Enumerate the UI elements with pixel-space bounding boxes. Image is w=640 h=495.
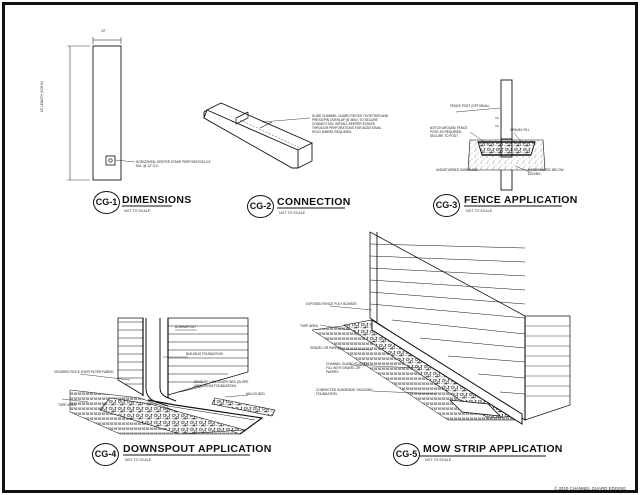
cg1-length-label: 10' LENGTH (3.05 M) xyxy=(40,81,44,112)
cg1-title: DIMENSIONS xyxy=(122,194,192,206)
cg3-soil-label: UNDISTURBED SUBGRADE xyxy=(436,168,478,172)
cg3-subtitle: NOT TO SCALE xyxy=(466,209,493,213)
cg5-fence-label: EXPOSED FENCE POLY BOARDS xyxy=(306,302,357,306)
cg3-gravel-label: GRAVEL FILL xyxy=(510,128,530,132)
cg5-subtitle: NOT TO SCALE xyxy=(425,458,452,462)
copyright-text: © 2010 CHANNEL GUARD EDGING xyxy=(554,486,626,491)
cg1-drawing xyxy=(67,37,136,181)
cg5-lawn-label: TURF AREA xyxy=(300,324,318,328)
cg2-connection-note: SLIDE CHANNEL GUARD PIECES TOGETHER AND … xyxy=(312,114,389,134)
cg1-badge: CG-1 xyxy=(93,191,120,214)
cg4-badge: CG-4 xyxy=(92,443,119,466)
cg3-title: FENCE APPLICATION xyxy=(464,194,578,206)
cg5-badge: CG-5 xyxy=(393,443,420,466)
cg4-gravel-label: CRUSHED ROCK OVER FILTER FABRIC xyxy=(54,370,114,374)
cg4-drawing xyxy=(61,317,276,435)
cg1-hole-note: HORIZONTAL KEEPER STAKE PERFORATION 1/4"… xyxy=(136,160,212,168)
cg5-drawing xyxy=(311,231,571,425)
cg4-downspout-label: DOWNSPOUT xyxy=(175,325,197,329)
cg3-drawing xyxy=(455,79,546,191)
cg5-edge-label: CHANNEL GUARD EDGING - FILL WITH GRAVEL … xyxy=(326,362,369,374)
cg1-width-label: 10" xyxy=(101,29,106,33)
cg3-fabric-label: FILTER FABRIC BELOW EDGING xyxy=(528,168,564,176)
cg2-drawing xyxy=(203,102,313,169)
cg2-subtitle: NOT TO SCALE xyxy=(279,211,306,215)
cg2-badge: CG-2 xyxy=(247,195,274,218)
cg4-wall-label: BUILDING FOUNDATION xyxy=(186,352,223,356)
cg3-post-label: FENCE POST (OPTIONAL) xyxy=(450,104,490,108)
cg5-stake-label: COMPACTED SUBGRADE / BUILDING FOUNDATION xyxy=(316,388,373,396)
cg5-title: MOW STRIP APPLICATION xyxy=(423,443,563,455)
cg4-edge-label: EDGE OF LANDSCAPE BED (SLOPE AWAY FROM F… xyxy=(194,380,249,388)
cg4-bed-label: MULCH BED xyxy=(246,392,265,396)
cg4-title: DOWNSPOUT APPLICATION xyxy=(123,443,272,455)
cg3-badge: CG-3 xyxy=(433,194,460,217)
cg4-subtitle: NOT TO SCALE xyxy=(125,458,152,462)
cg3-cut-label: NOTCH AROUND FENCE POST AS REQUIRED, SEC… xyxy=(430,126,468,138)
cg4-lawn-label: TURF AREA xyxy=(58,403,76,407)
cg5-gravel-label: GRAVEL OR PAVERS xyxy=(310,346,342,350)
cg2-title: CONNECTION xyxy=(277,196,351,208)
cg1-subtitle: NOT TO SCALE xyxy=(124,209,151,213)
